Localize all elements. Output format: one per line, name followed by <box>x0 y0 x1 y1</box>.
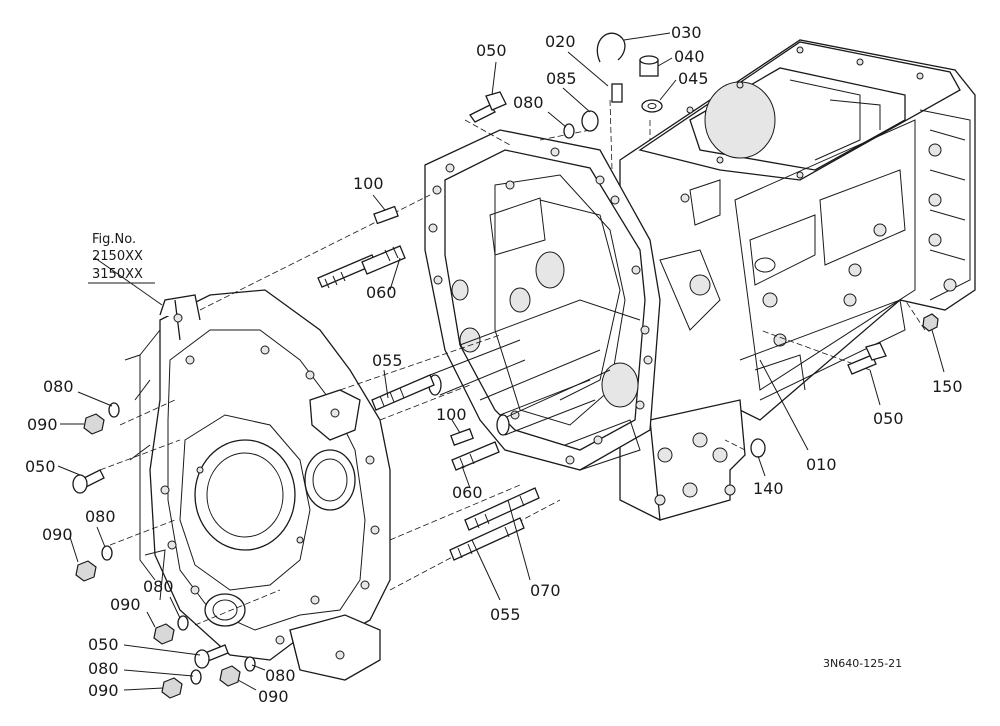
callout-090-left-1: 090 <box>27 415 58 434</box>
callout-080-left-1: 080 <box>43 377 74 396</box>
leader-lines <box>57 32 945 691</box>
callout-150: 150 <box>932 377 963 396</box>
callout-040: 040 <box>674 47 705 66</box>
fig-number-2: 3150XX <box>92 267 143 282</box>
transmission-case <box>619 39 976 521</box>
callout-090-left-3: 090 <box>110 595 141 614</box>
callout-080-bottom-1: 080 <box>88 659 119 678</box>
callout-050-right: 050 <box>873 409 904 428</box>
callout-030: 030 <box>671 23 702 42</box>
fasteners <box>72 32 939 699</box>
callout-060-upper: 060 <box>366 283 397 302</box>
callout-100-upper: 100 <box>353 174 384 193</box>
drawing-reference: 3N640-125-21 <box>823 657 902 670</box>
callout-060-lower: 060 <box>452 483 483 502</box>
callout-055-upper: 055 <box>372 351 403 370</box>
callout-070: 070 <box>530 581 561 600</box>
callout-050-top: 050 <box>476 41 507 60</box>
callout-080-left-2: 080 <box>85 507 116 526</box>
callout-055-lower: 055 <box>490 605 521 624</box>
callout-050-left: 050 <box>25 457 56 476</box>
callout-080-top: 080 <box>513 93 544 112</box>
callout-050-bottom: 050 <box>88 635 119 654</box>
callout-045: 045 <box>678 69 709 88</box>
callout-080-left-3: 080 <box>143 577 174 596</box>
callout-090-left-2: 090 <box>42 525 73 544</box>
callout-labels: 050 020 030 040 045 085 080 100 060 Fig.… <box>25 23 963 706</box>
callout-010: 010 <box>806 455 837 474</box>
callout-080-bottom-2: 080 <box>265 666 296 685</box>
mid-housing-frame <box>424 129 661 471</box>
callout-020: 020 <box>545 32 576 51</box>
callout-090-bottom-1: 090 <box>88 681 119 700</box>
fig-number-1: 2150XX <box>92 249 143 264</box>
callout-085: 085 <box>546 69 577 88</box>
callout-090-bottom-2: 090 <box>258 687 289 706</box>
callout-140: 140 <box>753 479 784 498</box>
fig-no-label: Fig.No. <box>92 232 136 247</box>
front-housing <box>124 289 391 681</box>
callout-100-lower: 100 <box>436 405 467 424</box>
